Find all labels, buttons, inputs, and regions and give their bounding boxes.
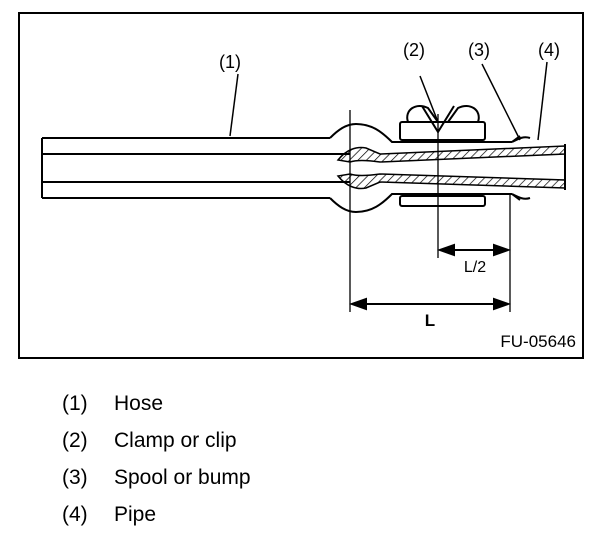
- pipe: [336, 144, 566, 190]
- dimension-half: [437, 243, 511, 257]
- legend-label: Pipe: [114, 502, 157, 526]
- dimension-full: [349, 297, 511, 311]
- legend-item: (1) Hose: [62, 385, 251, 422]
- dimension-full-label: L: [425, 311, 435, 330]
- legend-number: (1): [62, 391, 88, 415]
- legend-number: (4): [62, 502, 88, 526]
- diagram-frame: (1) (2) (3) (4) L/2 L FU-05646: [18, 12, 584, 359]
- callout-4: (4): [538, 40, 560, 60]
- clamp: [399, 104, 486, 207]
- spool-bump: [511, 136, 531, 200]
- hose: [41, 122, 521, 214]
- legend-number: (2): [62, 428, 88, 452]
- callout-3: (3): [468, 40, 490, 60]
- legend-label: Spool or bump: [114, 465, 251, 489]
- leader-lines: [229, 61, 548, 141]
- legend-number: (3): [62, 465, 88, 489]
- legend-label: Clamp or clip: [114, 428, 237, 452]
- legend-label: Hose: [114, 391, 164, 415]
- figure-id: FU-05646: [500, 332, 576, 351]
- callout-2: (2): [403, 40, 425, 60]
- dimension-half-label: L/2: [464, 259, 486, 276]
- hose-clamp-diagram: (1) (2) (3) (4) L/2 L FU-05646: [41, 40, 576, 351]
- legend-item: (3) Spool or bump: [62, 459, 251, 496]
- callout-1: (1): [219, 52, 241, 72]
- extension-lines: [349, 110, 511, 312]
- legend: (1) Hose (2) Clamp or clip (3) Spool or …: [62, 385, 251, 533]
- legend-item: (2) Clamp or clip: [62, 422, 251, 459]
- legend-item: (4) Pipe: [62, 496, 251, 533]
